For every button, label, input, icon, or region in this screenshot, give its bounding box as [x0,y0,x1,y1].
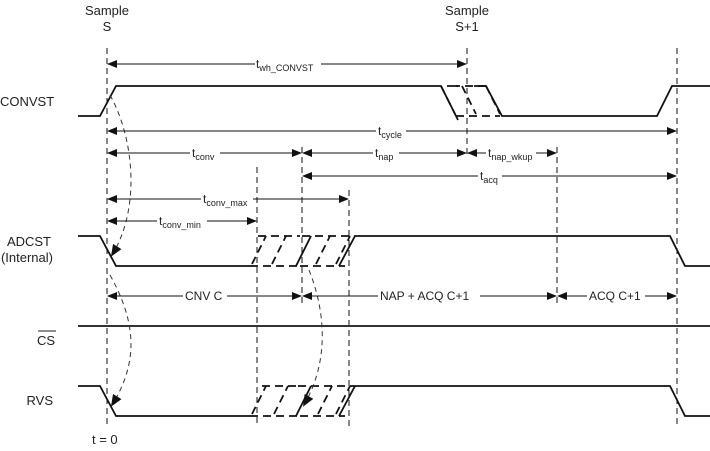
svg-text:NAP + ACQ C+1: NAP + ACQ C+1 [380,289,469,303]
dim-tconv-min: tconv_min [107,212,257,230]
sample-s1-line1: Sample [445,3,489,18]
svg-text:tconv: tconv [192,146,215,162]
svg-text:tcycle: tcycle [378,124,402,140]
convst-waveform [78,85,710,121]
svg-text:tconv_max: tconv_max [203,192,248,208]
dim-tnap: tnap [302,144,467,162]
adcst-waveform [78,235,710,267]
svg-text:twh_CONVST: twh_CONVST [256,57,314,73]
sample-s-line2: S [103,19,112,34]
causal-arrow-adcst-rise-to-rvs [303,269,323,407]
sample-s1-line2: S+1 [455,19,479,34]
dim-twh-convst: twh_CONVST [107,55,467,73]
dim-tconv-max: tconv_max [107,190,349,208]
phase-acq: ACQ C+1 [557,288,677,304]
svg-text:tnap_wkup: tnap_wkup [488,146,532,162]
svg-text:tnap: tnap [375,146,393,162]
adcst-label: ADCST [7,234,51,249]
svg-text:tacq: tacq [480,169,498,185]
dim-tconv: tconv [107,144,302,162]
causal-arrow-convst-to-adcst [109,94,132,257]
dim-tnap-wkup: tnap_wkup [467,144,557,162]
time-origin-label: t = 0 [92,432,118,447]
svg-text:tconv_min: tconv_min [159,214,201,230]
convst-label: CONVST [0,94,54,109]
svg-text:CNV C: CNV C [185,289,223,303]
svg-text:ACQ C+1: ACQ C+1 [589,289,641,303]
adcst-internal-label: (Internal) [1,250,53,265]
rvs-label: RVS [27,393,54,408]
phase-nap-acq: NAP + ACQ C+1 [302,288,557,304]
dim-tacq: tacq [302,167,677,185]
rvs-waveform [78,385,710,417]
cs-label: CS [37,333,55,348]
sample-s-label: Sample S [85,3,129,34]
sample-s1-label: Sample S+1 [445,3,489,34]
causal-arrow-adcst-to-rvs [109,274,132,407]
dim-tcycle: tcycle [107,122,677,140]
sample-s-line1: Sample [85,3,129,18]
phase-cnv: CNV C [107,288,302,304]
